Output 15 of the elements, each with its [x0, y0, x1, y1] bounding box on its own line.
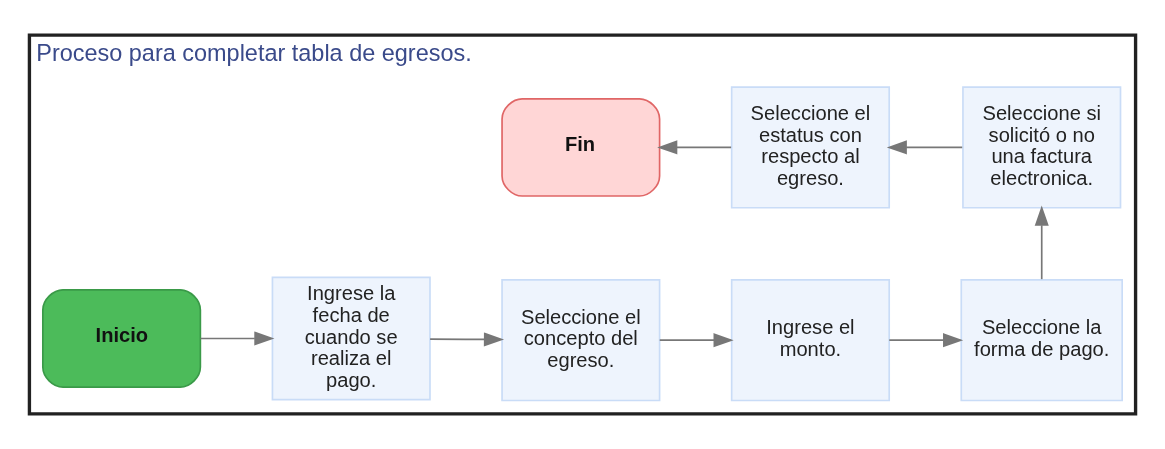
arrow [888, 333, 964, 348]
arrow [429, 332, 505, 347]
arrow [658, 333, 734, 348]
arrow [657, 140, 732, 155]
node-box: Seleccione si solicitó o no una factura electronica. [962, 86, 1122, 209]
node-box: Ingrese la fecha de cuando se realiza el pago. [271, 276, 431, 401]
node-box: Seleccione el estatus con respecto al egreso. [730, 86, 891, 209]
node-box: Seleccione el concepto del egreso. [501, 278, 661, 402]
node-box: Inicio [42, 289, 202, 388]
arrow [886, 140, 963, 155]
node-box: Fin [501, 97, 661, 197]
arrow [1034, 205, 1049, 280]
node-box: Ingrese el monto. [730, 278, 891, 402]
arrow [199, 331, 275, 346]
node-box: Seleccione la forma de pago. [960, 278, 1123, 402]
